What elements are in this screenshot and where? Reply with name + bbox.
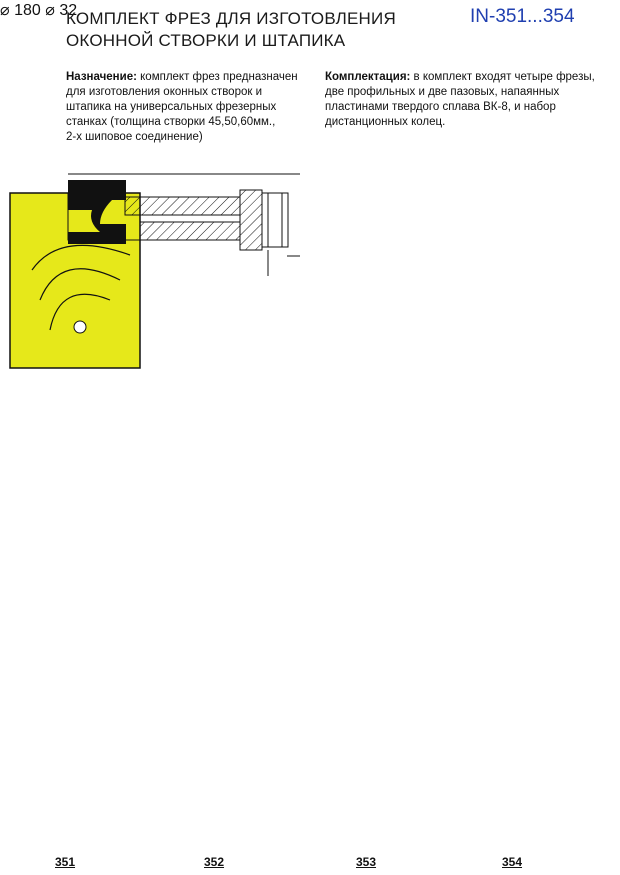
profile-label-353: 353 xyxy=(356,855,377,869)
dim-outer-diameter: ⌀ 180 xyxy=(0,2,41,19)
kit-label: Комплектация: xyxy=(325,71,411,83)
purpose-line-4: станках (толщина створки 45,50,60мм., xyxy=(66,116,276,128)
title-line-2: ОКОННОЙ СТВОРКИ И ШТАПИКА xyxy=(66,31,346,50)
purpose-label: Назначение: xyxy=(66,71,137,83)
purpose-line-3: штапика на универсальных фрезерных xyxy=(66,101,277,113)
dim-bore-diameter: ⌀ 32 xyxy=(45,2,78,19)
title-line-1: КОМПЛЕКТ ФРЕЗ ДЛЯ ИЗГОТОВЛЕНИЯ xyxy=(66,9,396,28)
product-code: IN-351...354 xyxy=(470,6,575,27)
kit-line-2: две профильных и две пазовых, напаянных xyxy=(325,86,560,98)
kit-line-4: дистанционных колец. xyxy=(325,116,446,128)
purpose-line-5: 2-х шиповое соединение) xyxy=(66,131,203,143)
purpose-block: Назначение: комплект фрез предназначен д… xyxy=(66,70,306,145)
profile-label-351: 351 xyxy=(55,855,76,869)
profile-label-354: 354 xyxy=(502,855,523,869)
purpose-line-2: для изготовления оконных створок и xyxy=(66,86,263,98)
kit-line-3: пластинами твердого сплава ВК-8, и набор xyxy=(325,101,556,113)
kit-block: Комплектация: в комплект входят четыре ф… xyxy=(325,70,610,130)
document-title: КОМПЛЕКТ ФРЕЗ ДЛЯ ИЗГОТОВЛЕНИЯ ОКОННОЙ С… xyxy=(66,8,396,52)
profile-label-352: 352 xyxy=(204,855,225,869)
purpose-line-1: комплект фрез предназначен xyxy=(136,71,298,83)
kit-line-1: в комплект входят четыре фрезы, xyxy=(410,71,595,83)
drawing-sash-top-left xyxy=(9,173,300,369)
